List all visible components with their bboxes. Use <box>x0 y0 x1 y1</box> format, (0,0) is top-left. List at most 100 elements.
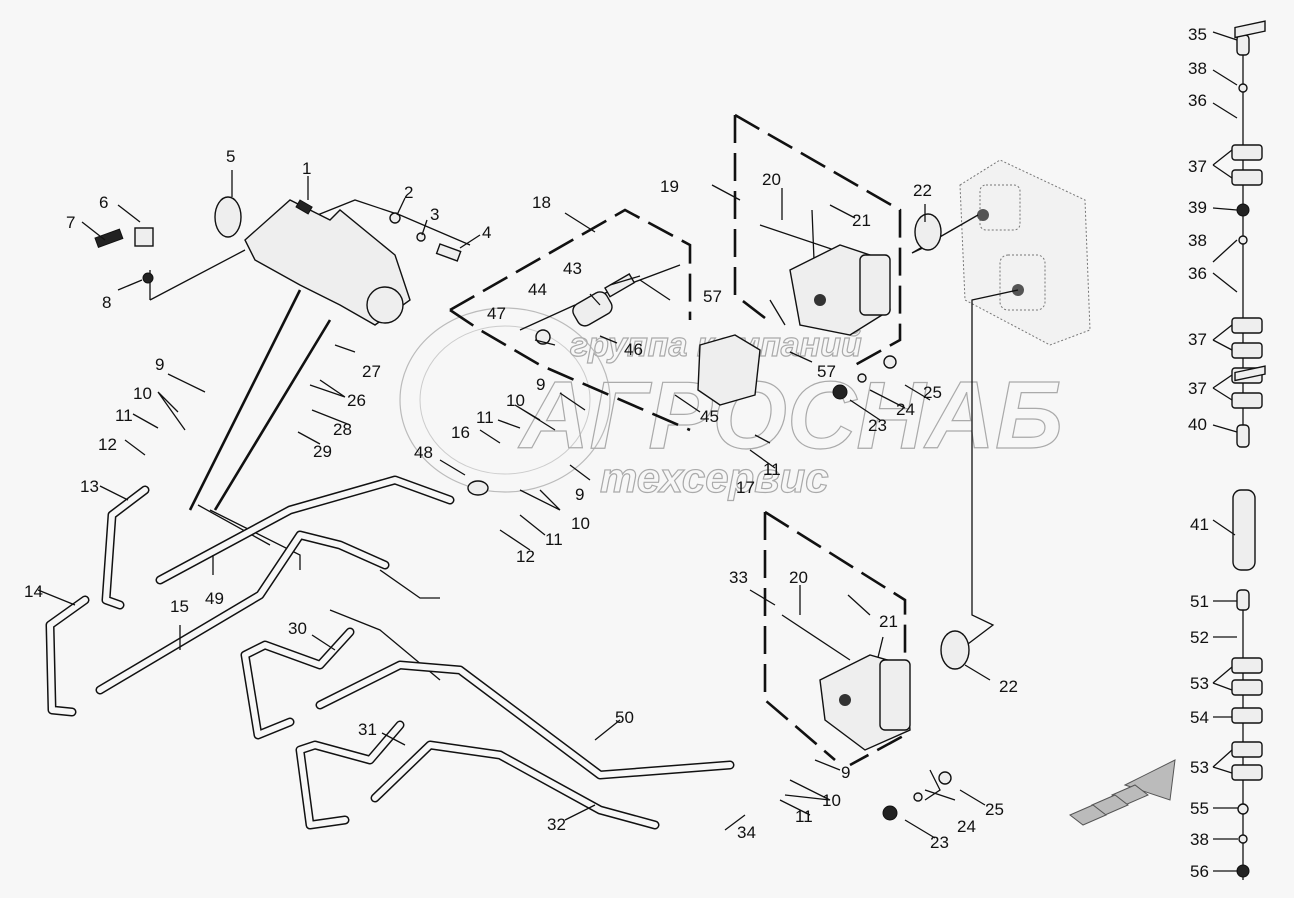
callout-9-c: 9 <box>575 485 584 504</box>
callout-52: 52 <box>1190 628 1209 647</box>
callout-18: 18 <box>532 193 551 212</box>
gearbox-housing <box>959 159 1091 346</box>
callout-29: 29 <box>313 442 332 461</box>
callout-20: 20 <box>762 170 781 189</box>
callout-51: 51 <box>1190 592 1209 611</box>
callout-11-e: 11 <box>795 807 813 826</box>
callout-44: 44 <box>528 280 547 299</box>
hydraulic-lines <box>45 289 735 830</box>
callout-13: 13 <box>80 477 99 496</box>
callout-5: 5 <box>226 147 235 166</box>
callout-8: 8 <box>102 293 111 312</box>
callout-24: 24 <box>896 400 915 419</box>
callout-16: 16 <box>451 423 470 442</box>
callout-10-c: 10 <box>571 514 590 533</box>
callout-54: 54 <box>1190 708 1209 727</box>
pipe-bundle-left <box>188 289 332 511</box>
callout-11-b: 11 <box>476 408 494 427</box>
gearbox-upper-flange <box>979 184 1021 231</box>
callout-49: 49 <box>205 589 224 608</box>
pump-lower <box>819 654 911 751</box>
callout-leaders <box>37 31 1238 872</box>
washer-2 <box>389 212 401 224</box>
callout-50: 50 <box>615 708 634 727</box>
callout-21-b: 21 <box>879 612 898 631</box>
callout-11-d: 11 <box>763 460 781 479</box>
callout-43: 43 <box>563 259 582 278</box>
nipple-43 <box>604 273 636 298</box>
callout-3: 3 <box>430 205 439 224</box>
callout-56: 56 <box>1190 862 1209 881</box>
callout-33: 33 <box>729 568 748 587</box>
callout-34: 34 <box>737 823 756 842</box>
callout-17: 17 <box>736 478 755 497</box>
callout-40: 40 <box>1188 415 1207 434</box>
seal-3 <box>416 232 426 242</box>
callout-24-b: 24 <box>957 817 976 836</box>
bolt-4 <box>435 243 462 262</box>
watermark-wreath-inner <box>419 325 591 475</box>
callout-46: 46 <box>624 340 643 359</box>
elbow-6 <box>134 227 154 247</box>
callout-37-c: 37 <box>1188 379 1207 398</box>
callout-30: 30 <box>288 619 307 638</box>
callout-39: 39 <box>1188 198 1207 217</box>
fitting-8 <box>142 272 154 284</box>
callout-28: 28 <box>333 420 352 439</box>
fitting-7 <box>94 228 124 249</box>
adapter-48 <box>467 480 489 496</box>
callout-26: 26 <box>347 391 366 410</box>
callout-57-b: 57 <box>817 362 836 381</box>
callout-53-b: 53 <box>1190 758 1209 777</box>
callout-47: 47 <box>487 304 506 323</box>
callout-37-a: 37 <box>1188 157 1207 176</box>
callout-25: 25 <box>923 383 942 402</box>
callout-53-a: 53 <box>1190 674 1209 693</box>
callout-41: 41 <box>1190 515 1209 534</box>
callout-32: 32 <box>547 815 566 834</box>
callout-9-b: 9 <box>536 375 545 394</box>
watermark-line2: АГРОСНАБ <box>518 362 1063 469</box>
o-ring-22-upper <box>914 213 942 251</box>
o-ring-22-lower <box>940 630 970 670</box>
washer-24-lower <box>913 792 923 802</box>
callout-12: 12 <box>98 435 117 454</box>
coupler-44 <box>572 291 613 327</box>
callout-15: 15 <box>170 597 189 616</box>
control-valve-block <box>244 199 411 326</box>
callout-35: 35 <box>1188 25 1207 44</box>
callout-38-b: 38 <box>1188 231 1207 250</box>
forward-direction-arrow <box>1069 759 1176 826</box>
protective-sleeve-41 <box>1232 489 1256 571</box>
manifold-block <box>697 334 761 406</box>
callout-19: 19 <box>660 177 679 196</box>
callout-11-c: 11 <box>545 530 563 549</box>
callout-38-c: 38 <box>1190 830 1209 849</box>
callout-48: 48 <box>414 443 433 462</box>
callout-9: 9 <box>155 355 164 374</box>
callout-21: 21 <box>852 211 871 230</box>
callout-10-b: 10 <box>506 391 525 410</box>
washer-24-upper <box>857 373 867 383</box>
callout-6: 6 <box>99 193 108 212</box>
small-parts <box>94 196 970 821</box>
callout-10: 10 <box>133 384 152 403</box>
callout-4: 4 <box>482 223 491 242</box>
callout-45: 45 <box>700 407 719 426</box>
callout-23-b: 23 <box>930 833 949 852</box>
direction-arrow-head-icon <box>1123 759 1176 801</box>
callout-10-d: 10 <box>822 791 841 810</box>
callout-22: 22 <box>913 181 932 200</box>
callout-9-d: 9 <box>841 763 850 782</box>
callout-38-a: 38 <box>1188 59 1207 78</box>
callout-1: 1 <box>302 159 311 178</box>
callout-2: 2 <box>404 183 413 202</box>
spacer-25-lower <box>938 771 952 785</box>
watermark-wreath-icon <box>399 307 611 493</box>
callout-20-b: 20 <box>789 568 808 587</box>
callout-37-b: 37 <box>1188 330 1207 349</box>
pipe-14 <box>45 595 90 717</box>
callout-12-b: 12 <box>516 547 535 566</box>
gearbox-upper-shaft-icon <box>977 209 989 221</box>
